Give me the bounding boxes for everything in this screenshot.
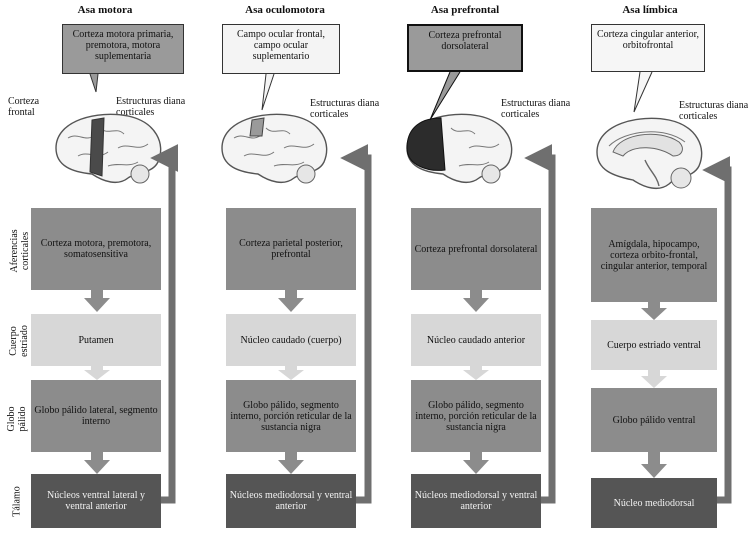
aferencias-box: Corteza prefrontal dorsolateral (411, 208, 541, 290)
talamo-box: Núcleos ventral lateral y ventral anteri… (31, 474, 161, 528)
loop-oculomotora: Asa oculomotora Campo ocular frontal, ca… (210, 0, 390, 534)
down-arrow (641, 452, 667, 478)
talamo-box: Núcleo mediodorsal (591, 478, 717, 528)
right-label: Estructuras diana corticales (501, 98, 571, 120)
estriado-box: Núcleo caudado (cuerpo) (226, 314, 356, 366)
down-arrow (84, 366, 110, 380)
estriado-box: Cuerpo estriado ventral (591, 320, 717, 370)
callout-pointer (429, 71, 461, 121)
estriado-box: Núcleo caudado anterior (411, 314, 541, 366)
down-arrow (278, 366, 304, 380)
callout-box: Corteza prefrontal dorsolateral (407, 24, 523, 72)
loop-limbica: Asa límbica Corteza cingular anterior, o… (575, 0, 749, 534)
brain-lateral-icon (55, 113, 162, 184)
feedback-arrow (340, 144, 372, 504)
loop-title: Asa motora (77, 4, 133, 16)
callout-pointer (633, 71, 653, 113)
estriado-box: Putamen (31, 314, 161, 366)
brain-lateral-icon (221, 113, 328, 184)
down-arrow (463, 290, 489, 312)
right-label: Estructuras diana corticales (310, 98, 380, 120)
down-arrow (84, 290, 110, 312)
callout-pointer (89, 73, 99, 93)
callout-pointer (261, 73, 275, 111)
loop-title: Asa oculomotora (245, 4, 325, 16)
globo-palido-box: Globo pálido ventral (591, 388, 717, 452)
down-arrow (463, 452, 489, 474)
brain-medial-icon (596, 117, 703, 190)
down-arrow (463, 366, 489, 380)
globo-palido-box: Globo pálido lateral, segmento interno (31, 380, 161, 452)
down-arrow (278, 452, 304, 474)
feedback-arrow (150, 144, 179, 504)
callout-box: Corteza motora primaria, premotora, moto… (62, 24, 184, 74)
talamo-box: Núcleos mediodorsal y ventral anterior (226, 474, 356, 528)
loop-motora: Asa motora Corteza motora primaria, prem… (8, 0, 200, 534)
down-arrow (84, 452, 110, 474)
callout-box: Campo ocular frontal, campo ocular suple… (222, 24, 340, 74)
down-arrow (278, 290, 304, 312)
right-label: Estructuras diana corticales (116, 96, 186, 118)
down-arrow (641, 370, 667, 388)
feedback-arrow (524, 144, 556, 504)
left-label: Corteza frontal (8, 96, 40, 118)
right-label: Estructuras diana corticales (679, 100, 749, 122)
loop-title: Asa prefrontal (430, 4, 500, 16)
aferencias-box: Corteza motora, premotora, somatosensiti… (31, 208, 161, 290)
loop-title: Asa límbica (622, 4, 678, 16)
down-arrow (641, 302, 667, 320)
globo-palido-box: Globo pálido, segmento interno, porción … (226, 380, 356, 452)
globo-palido-box: Globo pálido, segmento interno, porción … (411, 380, 541, 452)
aferencias-box: Corteza parietal posterior, prefrontal (226, 208, 356, 290)
brain-lateral-icon (406, 113, 513, 184)
aferencias-box: Amígdala, hipocampo, corteza orbito-fron… (591, 208, 717, 302)
feedback-arrow (702, 156, 732, 504)
callout-box: Corteza cingular anterior, orbitofrontal (591, 24, 705, 72)
talamo-box: Núcleos mediodorsal y ventral anterior (411, 474, 541, 528)
loop-prefrontal: Asa prefrontal Corteza prefrontal dorsol… (395, 0, 575, 534)
